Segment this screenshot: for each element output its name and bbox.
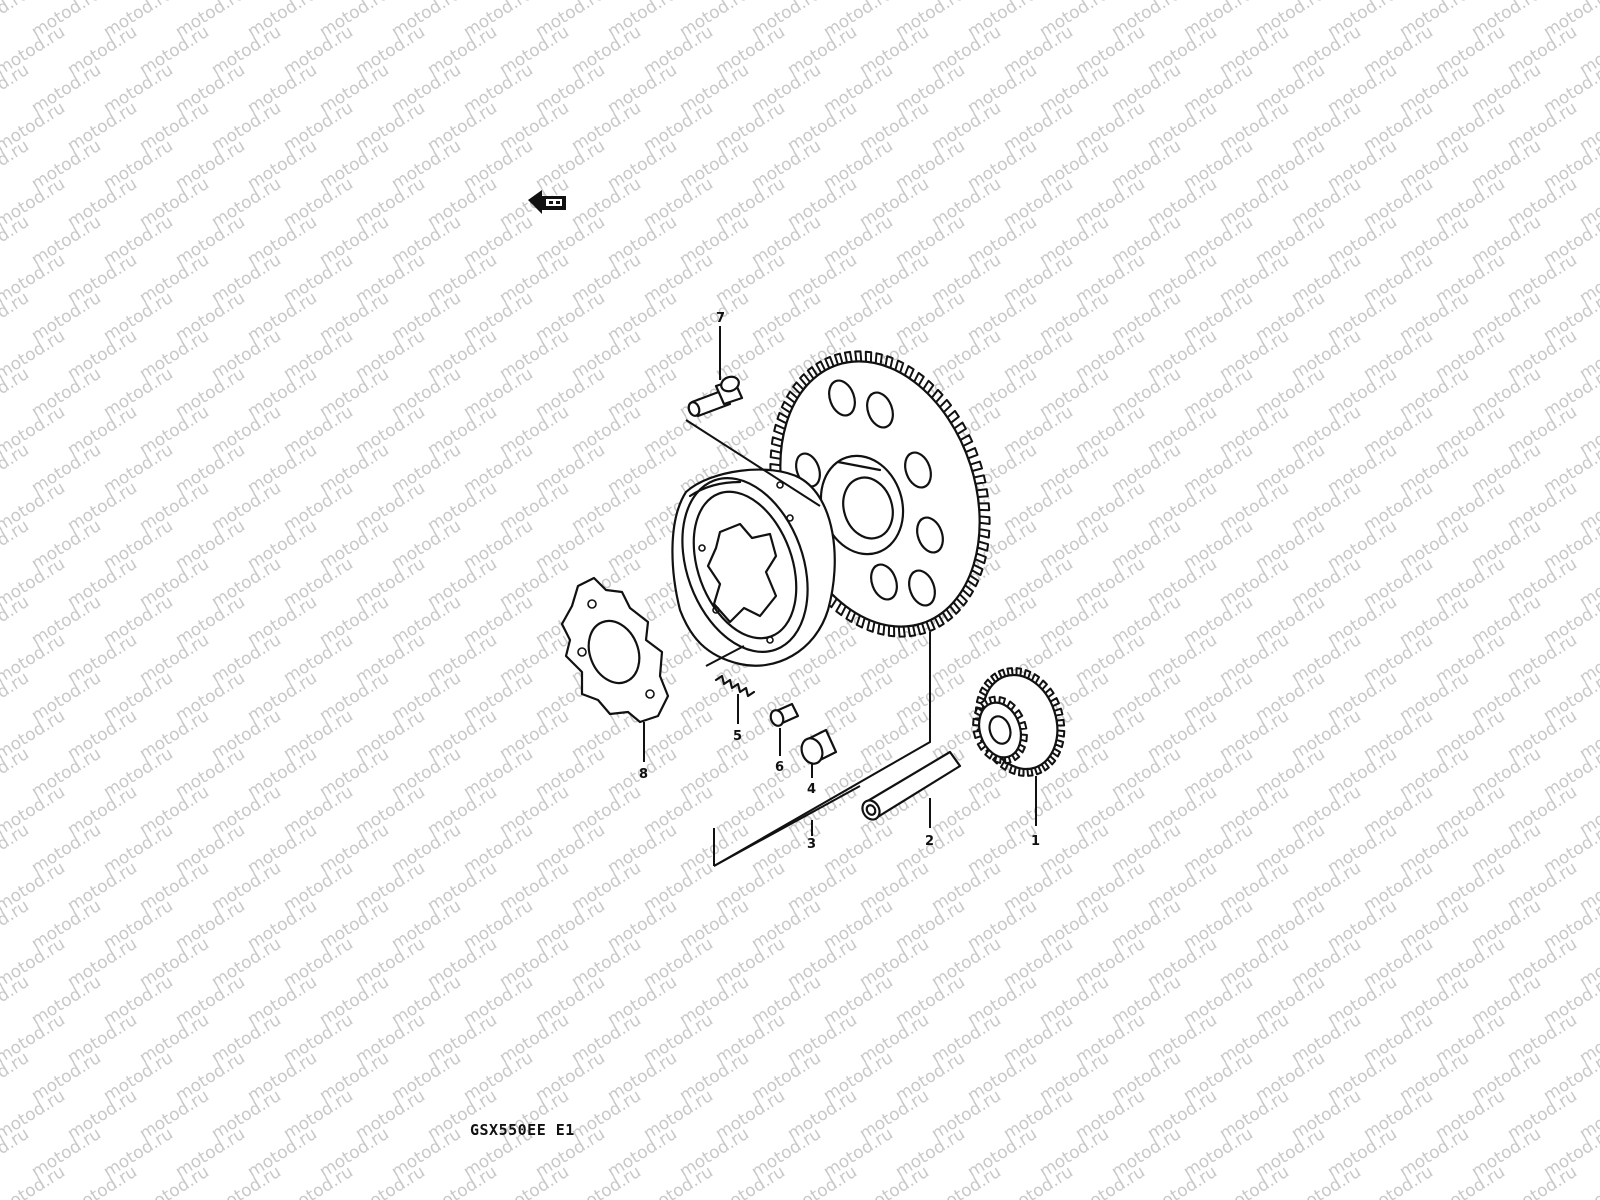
callout-3: 3 [807, 837, 816, 852]
bolt [687, 375, 744, 418]
front-direction-arrow-icon [528, 190, 566, 214]
callout-8: 8 [639, 767, 648, 782]
callout-4: 4 [807, 782, 816, 797]
idle-gear-shaft [861, 750, 962, 821]
idle-gear [972, 667, 1066, 777]
starter-clutch-body [671, 468, 836, 667]
leader-lines [643, 326, 1037, 867]
callouts: 7 5 6 4 8 3 2 1 [639, 311, 1040, 852]
roller-cap [800, 728, 838, 765]
callout-6: 6 [775, 760, 784, 775]
callout-7: 7 [716, 311, 725, 326]
callout-2: 2 [925, 834, 934, 849]
model-code-label: GSX550EE E1 [470, 1121, 575, 1139]
roller [769, 702, 800, 727]
callout-5: 5 [733, 729, 742, 744]
callout-1: 1 [1031, 834, 1040, 849]
clutch-plate [560, 576, 670, 724]
spring [714, 674, 756, 698]
